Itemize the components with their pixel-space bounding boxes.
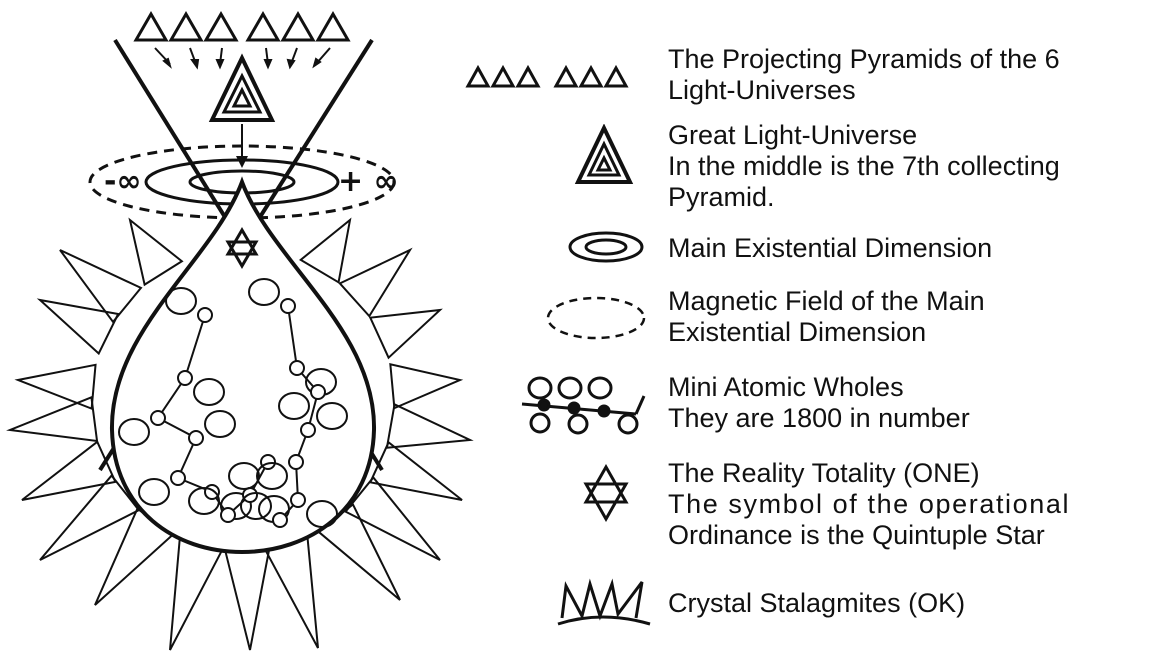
hexagram-icon (582, 464, 630, 522)
dashed-ellipse-icon (544, 292, 648, 344)
atomic-chain-icon (520, 374, 646, 436)
infinity-left-label: -∞ (104, 164, 141, 199)
atomic-node (289, 455, 303, 469)
atomic-node (178, 371, 192, 385)
crystal-spike (265, 537, 318, 648)
six-triangles-icon (464, 62, 644, 90)
crystal-spike (340, 250, 410, 316)
infinity-right-label: + ∞ (338, 164, 399, 199)
atomic-node (291, 493, 305, 507)
atomic-node (273, 513, 287, 527)
crystal-spike (170, 538, 222, 650)
crystal-spike (10, 397, 97, 441)
double-ellipse-icon (566, 230, 646, 264)
atomic-node (221, 508, 235, 522)
atomic-node (171, 471, 185, 485)
legend-reality-totality: The Reality Totality (ONE) The symbol of… (668, 458, 1070, 551)
crystal-spike (370, 310, 440, 358)
atomic-node (198, 308, 212, 322)
atomic-node (189, 431, 203, 445)
legend-projecting-pyramids: The Projecting Pyramids of the 6 Light-U… (668, 44, 1060, 106)
cosmology-diagram: -∞ + ∞ (0, 0, 480, 653)
atomic-node (301, 423, 315, 437)
atomic-node (290, 361, 304, 375)
great-light-universe-pyramid (212, 58, 272, 120)
crystal-stalagmites-icon (556, 578, 652, 628)
atomic-node (205, 485, 219, 499)
legend-mini-atomic-wholes: Mini Atomic Wholes They are 1800 in numb… (668, 372, 970, 434)
crystal-spike (301, 220, 350, 282)
legend-magnetic-field: Magnetic Field of the Main Existential D… (668, 286, 985, 348)
atomic-node (281, 299, 295, 313)
crystal-spike (22, 442, 115, 500)
nested-triangle-icon (574, 124, 634, 186)
projecting-pyramids-row (136, 14, 348, 40)
atomic-node (261, 455, 275, 469)
crystal-spike (18, 365, 96, 409)
crystal-spike (387, 404, 470, 447)
atomic-node (151, 411, 165, 425)
crystal-spike (130, 220, 182, 285)
legend-great-light-universe: Great Light-Universe In the middle is th… (668, 120, 1060, 213)
crystal-spike (225, 549, 269, 650)
legend-main-existential-dimension: Main Existential Dimension (668, 233, 992, 264)
atomic-node (311, 385, 325, 399)
crystal-spike (390, 364, 460, 408)
legend-crystal-stalagmites: Crystal Stalagmites (OK) (668, 588, 965, 619)
crystal-spike (40, 300, 118, 353)
